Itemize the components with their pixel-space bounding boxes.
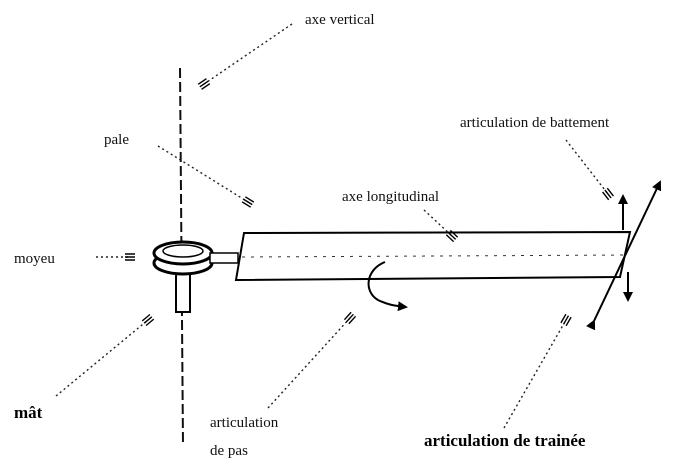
- label-articulation-battement: articulation de battement: [460, 115, 610, 131]
- leader-axe-longitudinal: [423, 209, 459, 243]
- label-pale: pale: [104, 132, 129, 148]
- label-articulation-pas-line1: articulation: [210, 415, 279, 431]
- leader-pale: [157, 145, 255, 208]
- leader-articulation-trainee: [503, 313, 572, 429]
- mast-shaft: [175, 269, 191, 313]
- leader-mat: [55, 313, 155, 397]
- label-axe-vertical: axe vertical: [305, 12, 375, 28]
- label-axe-longitudinal: axe longitudinal: [342, 189, 439, 205]
- leader-articulation-battement: [565, 139, 614, 201]
- label-articulation-pas-line2: de pas: [210, 443, 248, 459]
- hub-connector: [209, 252, 239, 264]
- longitudinal-axis-line: [241, 254, 627, 258]
- leader-axe-vertical: [197, 23, 293, 90]
- label-articulation-trainee: articulation de trainée: [424, 431, 586, 450]
- pitch-rotation-arrow: [367, 261, 408, 312]
- lag-double-arrow: [586, 180, 662, 331]
- label-mat: mât: [14, 403, 43, 422]
- leader-articulation-pas: [267, 311, 357, 409]
- label-moyeu: moyeu: [14, 251, 55, 267]
- hub: [152, 240, 214, 276]
